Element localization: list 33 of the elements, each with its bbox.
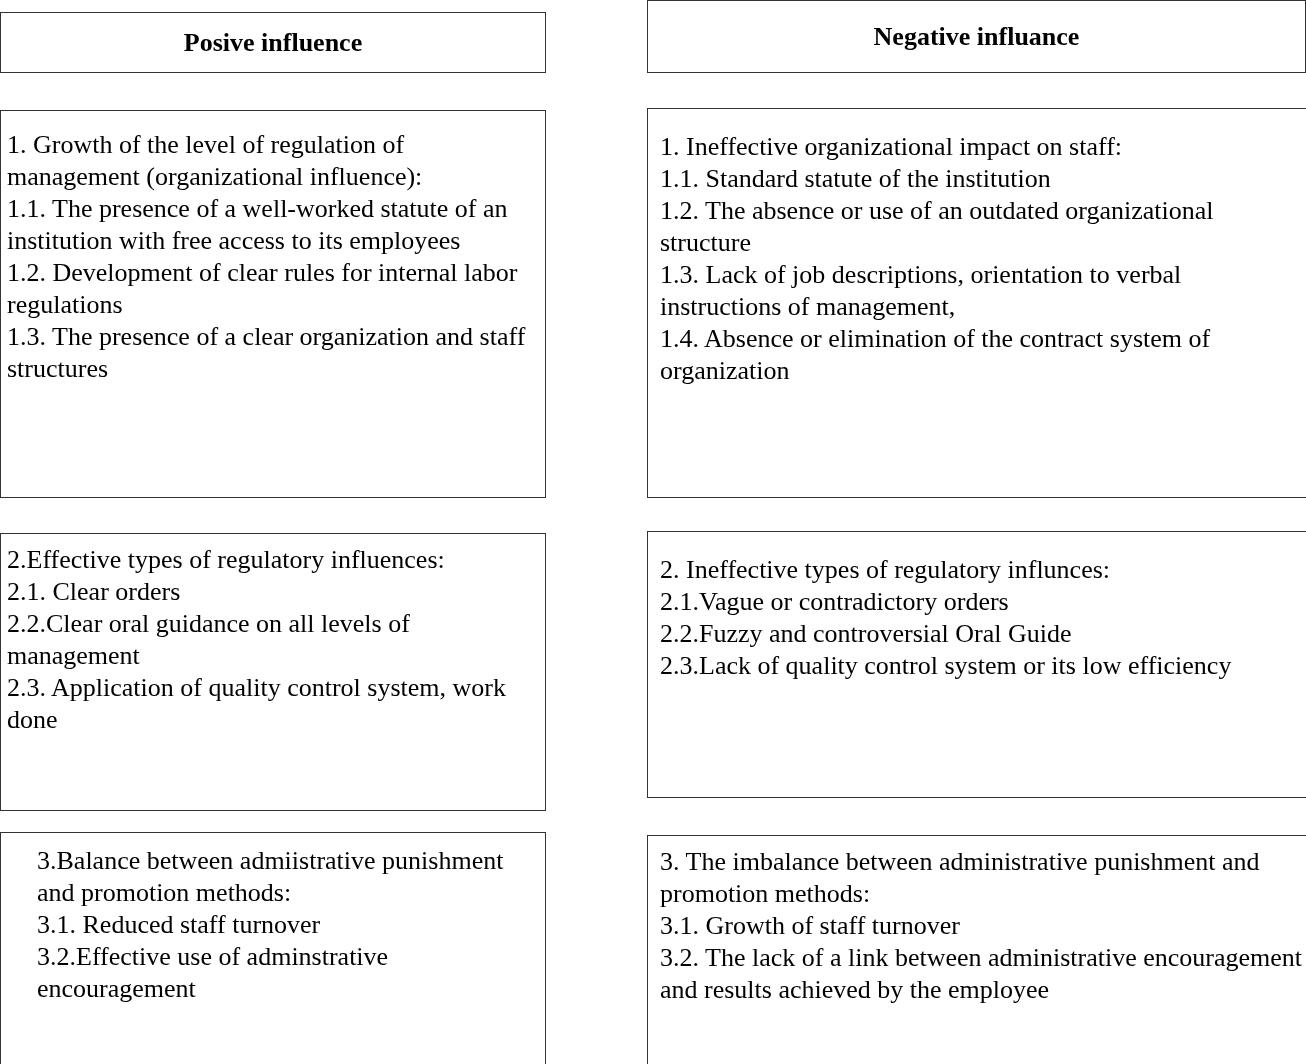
text-box [647, 531, 1306, 798]
list-item: 1.1. Standard statute of the institution [660, 163, 1052, 195]
list-item: 1.3. Lack of job descriptions, orientation to verbal instructions of management, [660, 259, 1183, 323]
list-item: 2.1. Clear orders [7, 576, 182, 608]
section-heading: 2. Ineffective types of regulatory influnces: [660, 554, 1112, 586]
header-box [0, 12, 546, 73]
column-heading: Negative influance [873, 20, 1080, 53]
list-item: 1.3. The presence of a clear organization and staff structures [7, 321, 527, 385]
text-box [0, 533, 546, 811]
list-item: 1.2. The absence or use of an outdated organizational structure [660, 195, 1215, 259]
column-heading: Posive influence [183, 26, 363, 59]
list-item: 2.3. Application of quality control system, work done [7, 672, 507, 736]
list-item: 3.1. Growth of staff turnover [660, 910, 961, 942]
text-box [647, 108, 1306, 498]
section-heading: 3. The imbalance between administrative punishment and promotion methods: [660, 846, 1261, 910]
text-box [647, 835, 1306, 1064]
list-item: 3.1. Reduced staff turnover [37, 909, 322, 941]
list-item: 2.3.Lack of quality control system or its low efficiency [660, 650, 1233, 682]
list-item: 1.4. Absence or elimination of the contract system of organization [660, 323, 1212, 387]
text-box [0, 110, 546, 498]
section-heading: 1. Ineffective organizational impact on staff: [660, 131, 1124, 163]
section-heading: 3.Balance between admiistrative punishment and promotion methods: [37, 845, 505, 909]
list-item: 2.2.Fuzzy and controversial Oral Guide [660, 618, 1073, 650]
list-item: 3.2. The lack of a link between administrative encouragement and results achieved by the employee [660, 942, 1304, 1006]
text-box [0, 832, 546, 1064]
list-item: 1.1. The presence of a well-worked statute of an institution with free access to its employees [7, 193, 509, 257]
section-heading: 2.Effective types of regulatory influences: [7, 544, 446, 576]
list-item: 1.2. Development of clear rules for internal labor regulations [7, 257, 519, 321]
section-heading: 1. Growth of the level of regulation of management (organizational influence): [7, 129, 424, 193]
header-box [647, 0, 1306, 73]
list-item: 2.2.Clear oral guidance on all levels of management [7, 608, 411, 672]
list-item: 2.1.Vague or contradictory orders [660, 586, 1010, 618]
list-item: 3.2.Effective use of adminstrative encouragement [37, 941, 390, 1005]
